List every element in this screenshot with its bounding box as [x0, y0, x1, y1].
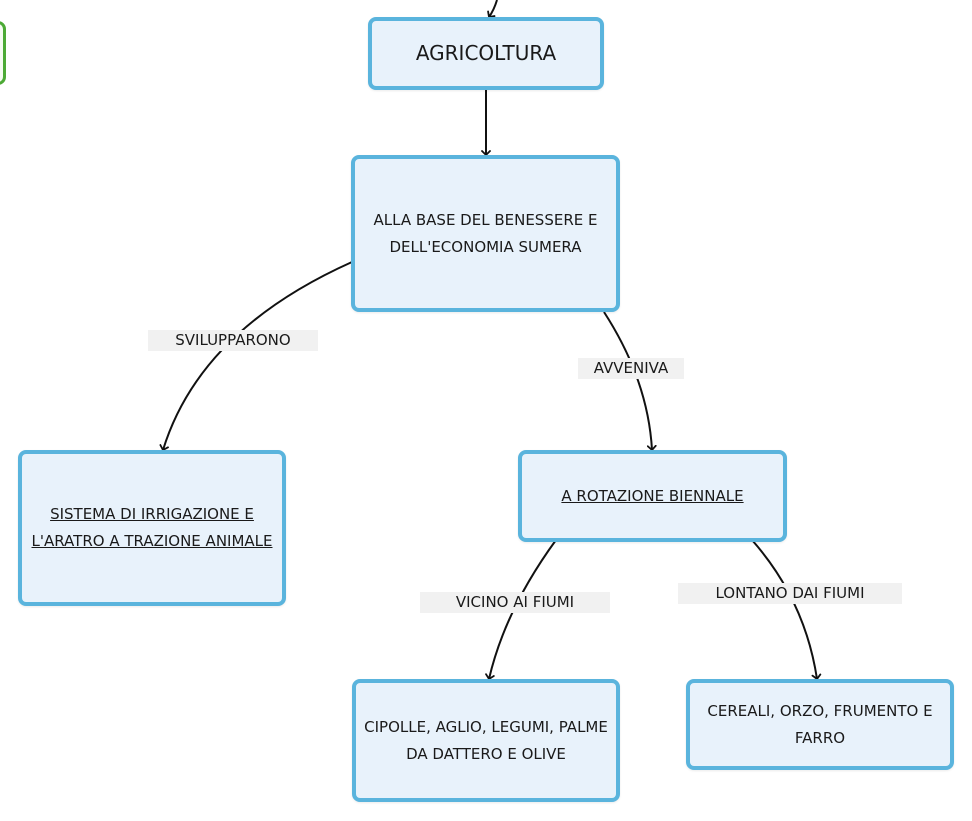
edge-base-to-rotazione — [603, 311, 657, 452]
link-label-lontano-dai-fiumi[interactable]: LONTANO DAI FIUMI — [678, 583, 902, 604]
node-a-rotazione-biennale-link[interactable]: A ROTAZIONE BIENNALE — [561, 486, 744, 505]
node-a-rotazione-biennale[interactable]: A ROTAZIONE BIENNALE — [518, 450, 787, 542]
edge-base-to-sistema — [159, 261, 353, 452]
node-agricoltura-text: AGRICOLTURA — [415, 41, 557, 65]
edge-top-to-agricoltura — [487, 0, 498, 19]
node-alla-base-del-benessere-text: ALLA BASE DEL BENESSERE E DELL'ECONOMIA … — [373, 210, 598, 256]
link-label-svilupparono[interactable]: SVILUPPARONO — [148, 330, 318, 351]
node-agricoltura[interactable]: AGRICOLTURA — [368, 17, 604, 90]
node-cereali-orzo-frumento-text: CEREALI, ORZO, FRUMENTO E FARRO — [707, 701, 933, 747]
node-sistema-di-irrigazione-link[interactable]: SISTEMA DI IRRIGAZIONE E L'ARATRO A TRAZ… — [31, 505, 273, 550]
node-cipolle-aglio-legumi[interactable]: CIPOLLE, AGLIO, LEGUMI, PALME DA DATTERO… — [352, 679, 620, 802]
link-label-avveniva[interactable]: AVVENIVA — [578, 358, 684, 379]
link-label-vicino-ai-fiumi[interactable]: VICINO AI FIUMI — [420, 592, 610, 613]
node-sistema-di-irrigazione[interactable]: SISTEMA DI IRRIGAZIONE E L'ARATRO A TRAZ… — [18, 450, 286, 606]
node-cereali-orzo-frumento[interactable]: CEREALI, ORZO, FRUMENTO E FARRO — [686, 679, 954, 770]
node-alla-base-del-benessere[interactable]: ALLA BASE DEL BENESSERE E DELL'ECONOMIA … — [351, 155, 620, 312]
edge-rotazione-to-cereali — [751, 539, 822, 681]
node-cipolle-aglio-legumi-text: CIPOLLE, AGLIO, LEGUMI, PALME DA DATTERO… — [364, 717, 608, 763]
